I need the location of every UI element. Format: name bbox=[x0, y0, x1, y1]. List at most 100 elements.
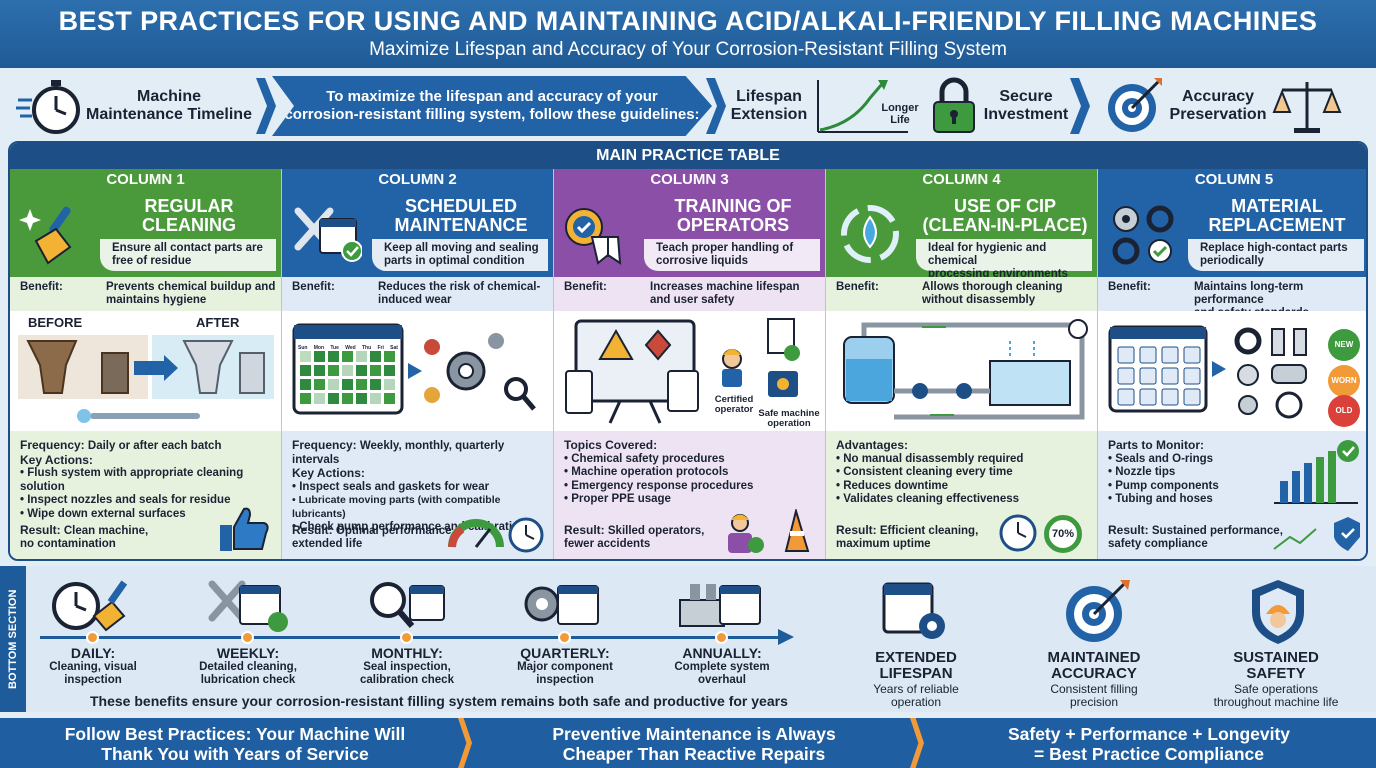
parts-cell bbox=[1139, 346, 1157, 364]
weekday: Fri bbox=[377, 345, 384, 351]
column-clean-in-place: COLUMN 4 USE OF CIP (CLEAN-IN-PLACE) Ide… bbox=[826, 169, 1098, 559]
timeline-marker bbox=[400, 631, 413, 644]
list-item: Reduces downtime bbox=[836, 480, 1087, 494]
frequency-value: Daily or after each batch bbox=[87, 440, 222, 452]
benefit-subtitle: Consistent filling precision bbox=[1050, 682, 1138, 709]
list-item: Lubricate moving parts (with compatible … bbox=[292, 494, 543, 521]
column-description: Ideal for hygienic and chemical processi… bbox=[916, 239, 1092, 280]
calendar-cell bbox=[300, 379, 311, 390]
secure-label: Secure Investment bbox=[983, 88, 1069, 123]
accuracy-item: Accuracy Preservation bbox=[1104, 72, 1342, 140]
list-item: Emergency response procedures bbox=[564, 480, 815, 494]
benefit-sustained-safety: SUSTAINED SAFETY Safe operations through… bbox=[1186, 650, 1366, 709]
magnifier-calendar-icon bbox=[370, 582, 445, 628]
timeline-item: Machine Maintenance Timeline bbox=[14, 72, 254, 140]
weekday: Thu bbox=[361, 345, 372, 351]
calendar-cell bbox=[356, 393, 367, 404]
result-text: Skilled operators, fewer accidents bbox=[564, 525, 705, 550]
period-label: DAILY: bbox=[70, 645, 116, 661]
benefit-extended-lifespan: EXTENDED LIFESPAN Years of reliable oper… bbox=[826, 650, 1006, 709]
list-item: Machine operation protocols bbox=[564, 466, 815, 480]
list-item: Tubing and hoses bbox=[1108, 493, 1360, 507]
list-item: Inspect nozzles and seals for residue bbox=[20, 494, 271, 508]
after-label: AFTER bbox=[196, 315, 240, 330]
column-description: Keep all moving and sealing parts in opt… bbox=[372, 239, 548, 271]
list-item: Seals and O-rings bbox=[1108, 453, 1360, 467]
before-label: BEFORE bbox=[28, 315, 83, 330]
calendar-cell bbox=[370, 365, 381, 376]
timeline-daily: DAILY:Cleaning, visual inspection bbox=[28, 646, 158, 687]
efficiency-gauge: 70% bbox=[1044, 515, 1082, 553]
column-description: Teach proper handling of corrosive liqui… bbox=[644, 239, 820, 271]
calendar-cell bbox=[384, 365, 395, 376]
main-practice-table: MAIN PRACTICE TABLE COLUMN 1 REGULAR CLE… bbox=[8, 141, 1368, 561]
parts-cell bbox=[1139, 367, 1157, 385]
calendar-cell bbox=[328, 393, 339, 404]
result-key: Result: bbox=[564, 523, 605, 537]
calendar-cell bbox=[370, 379, 381, 390]
machine-calendar-icon bbox=[679, 584, 761, 627]
column-scheduled-maintenance: COLUMN 2 SCHEDULED MAINTENANCE Keep all … bbox=[282, 169, 554, 559]
parts-cell bbox=[1183, 346, 1201, 364]
benefit-text: Reduces the risk of chemical- induced we… bbox=[378, 281, 541, 306]
before-after-illustration: BEFORE AFTER bbox=[10, 311, 281, 431]
new-badge: NEW bbox=[1328, 329, 1360, 361]
balance-scale-icon bbox=[1272, 82, 1342, 133]
cleaning-brush-icon bbox=[19, 206, 72, 265]
period-desc: Seal inspection, calibration check bbox=[360, 661, 454, 686]
timeline-quarterly: QUARTERLY:Major component inspection bbox=[500, 646, 630, 687]
list-title: Advantages: bbox=[836, 438, 909, 452]
lifespan-item: Lifespan Extension bbox=[730, 72, 912, 140]
operator-cone-icon bbox=[728, 509, 810, 553]
period-desc: Complete system overhaul bbox=[674, 661, 770, 686]
column-title: SCHEDULED MAINTENANCE bbox=[394, 196, 528, 235]
performance-gauge-icon bbox=[448, 517, 544, 553]
list-item: Proper PPE usage bbox=[564, 493, 815, 507]
footer-message: Preventive Maintenance is Always Cheaper… bbox=[552, 724, 836, 764]
parts-cell bbox=[1161, 388, 1179, 406]
weekday: Sat bbox=[390, 345, 398, 351]
calendar-cell bbox=[356, 351, 367, 362]
bottom-section: BOTTOM SECTION DAILY:Cleaning, visual i bbox=[0, 566, 1376, 712]
timeline-weekly: WEEKLY:Detailed cleaning, lubrication ch… bbox=[183, 646, 313, 687]
benefit-key: Benefit: bbox=[1108, 281, 1151, 293]
guideline-strip: Machine Maintenance Timeline To maximize… bbox=[0, 72, 1376, 140]
benefit-key: Benefit: bbox=[564, 281, 607, 293]
timeline-marker bbox=[558, 631, 571, 644]
calendar-cell bbox=[314, 351, 325, 362]
result-text: Clean machine, no contamination bbox=[20, 525, 149, 550]
cip-system-illustration bbox=[826, 311, 1097, 431]
column-title: TRAINING OF OPERATORS bbox=[674, 196, 792, 235]
timeline-marker bbox=[715, 631, 728, 644]
column-description: Ensure all contact parts are free of res… bbox=[100, 239, 276, 271]
footer-message: Safety + Performance + Longevity = Best … bbox=[1007, 724, 1291, 764]
parts-cell bbox=[1117, 367, 1135, 385]
calendar-cell bbox=[300, 365, 311, 376]
frequency-key: Frequency: bbox=[20, 438, 85, 452]
calendar-cell bbox=[300, 351, 311, 362]
timeline-marker bbox=[241, 631, 254, 644]
period-desc: Major component inspection bbox=[517, 661, 613, 686]
timeline-monthly: MONTHLY:Seal inspection, calibration che… bbox=[342, 646, 472, 687]
timeline-marker bbox=[86, 631, 99, 644]
result-key: Result: bbox=[292, 523, 333, 537]
column-title: REGULAR CLEANING bbox=[142, 196, 236, 235]
calendar-cell bbox=[314, 365, 325, 376]
column-material-replacement: COLUMN 5 MATERIAL REPLACEMENT Replace hi… bbox=[1098, 169, 1366, 559]
growth-chart-icon bbox=[817, 80, 908, 133]
calendar-cell bbox=[328, 365, 339, 376]
column-title: MATERIAL REPLACEMENT bbox=[1208, 196, 1346, 235]
timeline-label: Machine Maintenance Timeline bbox=[86, 88, 252, 123]
safety-shield-icon bbox=[1252, 580, 1304, 644]
benefit-title: EXTENDED LIFESPAN bbox=[875, 649, 957, 682]
safe-operation-label: Safe machine operation bbox=[758, 408, 820, 429]
nozzle-comparison bbox=[18, 335, 274, 423]
footer-message: Follow Best Practices: Your Machine Will… bbox=[64, 724, 406, 764]
benefit-text: Prevents chemical buildup and maintains … bbox=[106, 281, 276, 306]
list-title: Key Actions: bbox=[20, 452, 93, 467]
table-title: MAIN PRACTICE TABLE bbox=[10, 143, 1366, 169]
calendar-gear-icon bbox=[882, 582, 945, 639]
list-item: Flush system with appropriate cleaning s… bbox=[20, 467, 271, 494]
calendar-cell bbox=[314, 393, 325, 404]
